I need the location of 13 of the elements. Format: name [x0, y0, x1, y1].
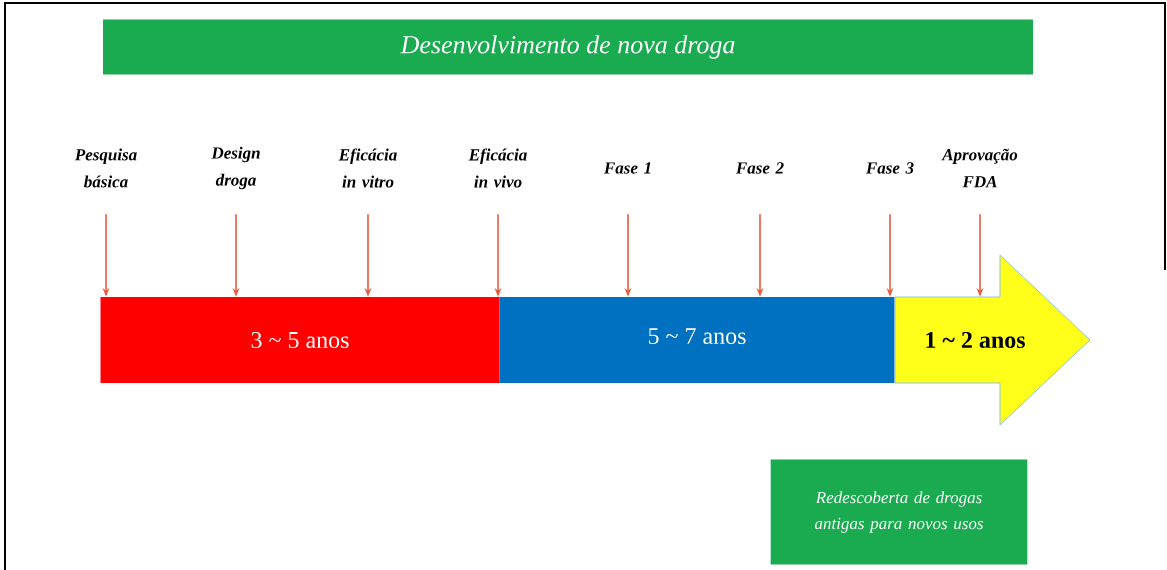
- timeline-segment: 5 ~ 7 anos: [499, 297, 895, 383]
- timeline-segment: 3 ~ 5 anos: [100, 297, 500, 383]
- note-box: Redescoberta de drogas antigas para novos usos: [770, 459, 1028, 565]
- milestone-label: Eficácia in vitro: [338, 148, 397, 188]
- milestone-label: Fase 1: [603, 162, 651, 174]
- timeline-segment: 1 ~ 2 anos: [894, 254, 1091, 426]
- milestone-label: Pesquisa básica: [74, 148, 137, 188]
- title-banner: Desenvolvimento de nova droga: [103, 19, 1033, 75]
- milestone-label: Eficácia in vivo: [468, 148, 527, 188]
- milestone-label: Aprovação FDA: [941, 148, 1018, 188]
- milestone-label: Fase 3: [865, 162, 914, 174]
- milestone-label: Fase 2: [735, 162, 784, 174]
- milestone-label: Design droga: [211, 146, 260, 190]
